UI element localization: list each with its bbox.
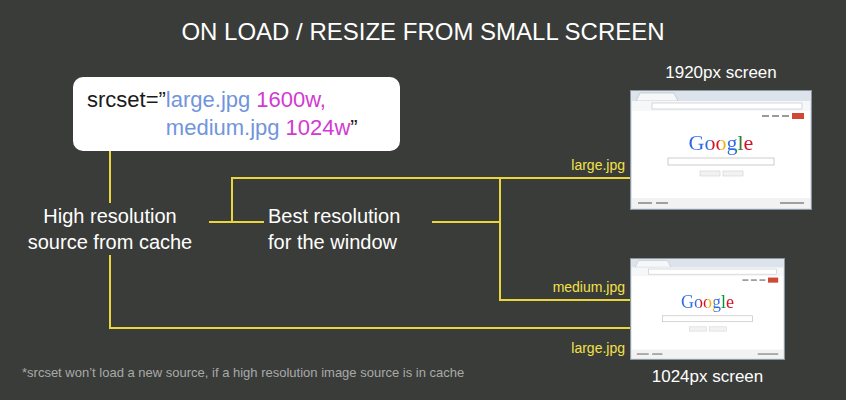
- logo-text: Google: [630, 131, 812, 155]
- flow-note: High resolution source from cache: [11, 203, 209, 255]
- code-token: ”: [350, 115, 357, 140]
- diagram-title: ON LOAD / RESIZE FROM SMALL SCREEN: [0, 17, 846, 47]
- code-token: large.jpg: [166, 87, 250, 112]
- code-token: 1024w: [286, 115, 351, 140]
- edge-label: large.jpg: [571, 340, 625, 356]
- screen-label: 1920px screen: [601, 63, 841, 83]
- code-token: 1600w,: [256, 87, 326, 112]
- browser-screen: 1024px screenGoogle: [630, 258, 785, 360]
- junction-line: [499, 178, 501, 222]
- footnote: *srcset won’t load a new source, if a hi…: [18, 364, 468, 381]
- edge-label: large.jpg: [571, 157, 625, 173]
- browser-screen: 1920px screenGoogle: [630, 90, 812, 210]
- browser-screenshot: [631, 91, 812, 210]
- code-token: srcset=”: [87, 87, 166, 112]
- code-token: medium.jpg: [166, 115, 280, 140]
- code-box: srcset=”large.jpg1600w,medium.jpg1024w”: [73, 77, 400, 151]
- logo-text: Google: [630, 292, 785, 312]
- code-line: srcset=”large.jpg1600w,: [87, 86, 386, 114]
- edge-label: medium.jpg: [553, 279, 625, 295]
- code-line: medium.jpg1024w”: [87, 114, 386, 142]
- flow-note: Best resolution for the window: [264, 203, 432, 255]
- browser-screenshot: [630, 258, 784, 359]
- screen-label: 1024px screen: [588, 367, 828, 387]
